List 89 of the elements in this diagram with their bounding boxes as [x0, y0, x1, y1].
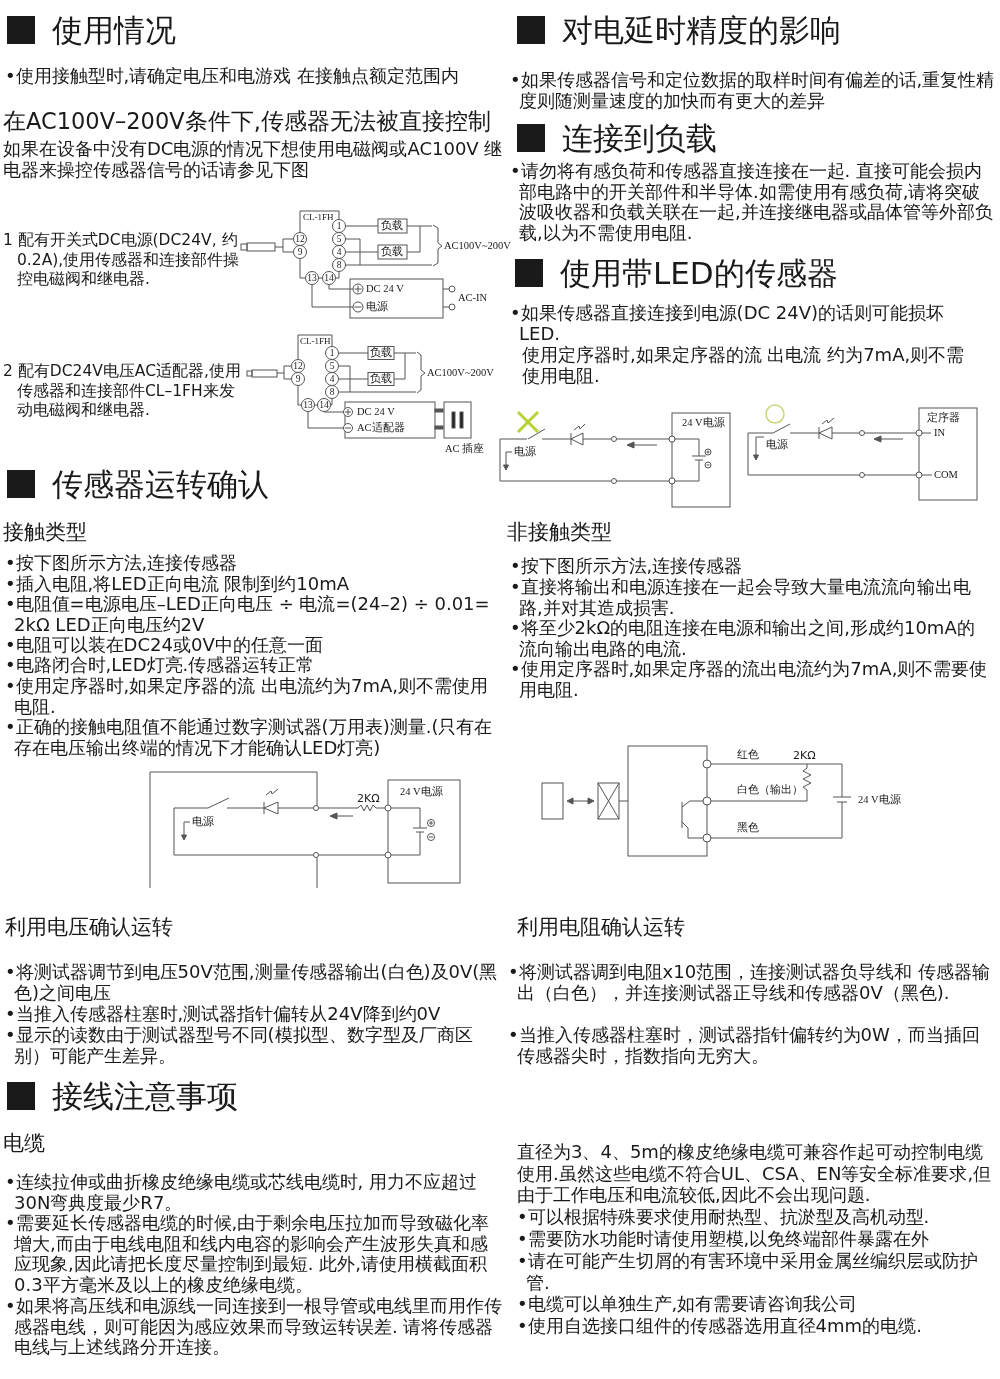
circuit-label: AC100V~200V: [427, 367, 494, 379]
terminal-number: 13: [303, 400, 313, 410]
bullet-text: •使用定序器时,如果定序器的流出电流约为7mA,则不需要使用电阻.: [510, 659, 989, 701]
circuit-label: IN: [934, 427, 946, 439]
circuit-label: AC100V~200V: [444, 240, 511, 252]
terminal-number: 9: [297, 247, 303, 257]
bullet-text: •使用定序器时,如果定序器的流 出电流约为7mA,则不需使用电阻.: [5, 676, 490, 718]
circuit-label: 电源: [192, 816, 214, 828]
bullet-text: •如果将高压线和电源线一同连接到一根导管或电线里而用作传感器电线，则可能因为感应效果而导致运转误差. 请将传感器电线与上述线路分开连接。: [5, 1296, 502, 1358]
circuit-label: 负载: [381, 220, 403, 232]
bullet-text: •请在可能产生切屑的有害环境中采用金属丝编织层或防护管.: [517, 1250, 979, 1294]
circuit-label: COM: [934, 469, 958, 481]
bullet-text: •电路闭合时,LED灯亮.传感器运转正常: [5, 655, 316, 676]
numbered-text: 1 配有开关式DC电源(DC24V, 约0.2A),使用传感器和连接部件操控电磁阀和继电器.: [3, 231, 241, 290]
bullet-text: •插入电阻,将LED正向电流 限制到约10mA: [5, 574, 351, 595]
circuit-label: 电源: [366, 301, 388, 313]
circuit-label: 24 V电源: [858, 794, 901, 806]
subheading: 接触类型: [3, 519, 87, 545]
bullet-text: •按下图所示方法,连接传感器: [510, 556, 744, 577]
body-text: 如果在设备中没有DC电源的情况下想使用电磁阀或AC100V 继电器来操控传感器信号的话请参见下图: [3, 138, 504, 180]
subheading: 非接触类型: [507, 519, 612, 545]
bullet-text: •使用接触型时,请确定电压和电游戏 在接触点额定范围内: [5, 66, 461, 87]
bullet-text: •电缆可以单独生产,如有需要请咨询我公司: [517, 1293, 859, 1315]
circuit-label: 24 V电源: [682, 417, 725, 429]
resistor-value: 2KΩ: [793, 748, 816, 762]
circuit-label: DC 24 V: [357, 406, 395, 418]
terminal-number: 1: [336, 221, 342, 231]
bullet-text: •如果传感器信号和定位数据的取样时间有偏差的话,重复性精度则随测量速度的加快而有更大的差异: [510, 70, 995, 112]
terminal-number: 1: [329, 348, 335, 358]
circuit-label: CL-1FH: [303, 211, 334, 223]
bullet-text: •将测试器调节到电压50V范围,测量传感器输出(白色)及0V(黑色)之间电压: [5, 962, 499, 1004]
bullet-text: •将测试器调到电阻x10范围，连接测试器负导线和 传感器输出（白色），并连接测试器正导线和传感器0V（黑色).: [508, 962, 991, 1004]
section-heading: 对电延时精度的影响: [562, 12, 841, 48]
circuit-label: AC适配器: [357, 422, 405, 434]
bullet-text: •显示的读数由于测试器型号不同(模拟型、数字型及厂商区别）可能产生差异。: [5, 1025, 474, 1067]
terminal-number: 5: [329, 361, 335, 371]
bullet-text: •可以根据特殊要求使用耐热型、抗淤型及高机动型.: [517, 1206, 931, 1228]
numbered-text: 2 配有DC24V电压AC适配器,使用传感器和连接部件CL–1FH来发动电磁阀和继电器.: [3, 362, 241, 421]
circuit-label: 电源: [766, 439, 788, 451]
bullet-text: •正确的接触电阻值不能通过数字测试器(万用表)测量.(只有在存在电压输出终端的情况下才能确认LED灯亮): [5, 717, 494, 759]
circuit-label: AC-IN: [458, 292, 488, 304]
bullet-text: •电阻值=电源电压–LED正向电压 ÷ 电流=(24–2) ÷ 0.01= 2kΩ LED正向电压约2V: [5, 594, 491, 636]
terminal-number: 12: [293, 361, 303, 371]
bullet-text: •请勿将有感负荷和传感器直接连接在一起. 直接可能会损内部电路中的开关部件和半导体.如需使用有感负荷,请将突破波吸收器和负载关联在一起,并连接继电器或晶体管等外部负载,以为不需使用电阻.: [510, 161, 994, 243]
circuit-label: 负载: [370, 347, 392, 359]
bullet-text: •当推入传感器柱塞时,测试器指针偏转从24V降到约0V: [5, 1004, 442, 1025]
section-heading: 使用情况: [52, 12, 176, 48]
bullet-text: •需要防水功能时请使用塑模,以免终端部件暴露在外: [517, 1228, 931, 1250]
terminal-number: 13: [307, 273, 317, 283]
resistor-value: 2KΩ: [357, 791, 380, 805]
bullet-text: •当推入传感器柱塞时，测试器指针偏转约为0W，而当插回传感器尖时，指数指向无穷大。: [508, 1025, 981, 1067]
bullet-text: •电阻可以装在DC24或0V中的任意一面: [5, 635, 324, 656]
terminal-number: 12: [295, 234, 305, 244]
circuit-label: 黑色: [737, 822, 759, 834]
subheading: 利用电压确认运转: [5, 914, 173, 940]
section-heading: 接线注意事项: [52, 1078, 238, 1114]
bullet-text: •需要延长传感器电缆的时候,由于剩余电压拉加而导致磁化率增大,而由于电线电阻和线内电容的影响会产生波形失真和感应现象,因此请把长度尽量控制到最短. 此外,请使用横截面积0.3平方毫米及以上的橡皮绝缘电缆。: [5, 1213, 491, 1296]
circuit-label: 24 V电源: [400, 786, 443, 798]
body-text: 使用定序器时,如果定序器的流 出电流 约为7mA,则不需使用电阻.: [522, 344, 966, 386]
body-text: 直径为3、4、5m的橡皮绝缘电缆可兼容作起可动控制电缆使用.虽然这些电缆不符合UL、CSA、EN等安全标准要求,但由于工作电压和电流较低,因此不会出现问题.: [517, 1141, 992, 1207]
bullet-text: •将至少2kΩ的电阻连接在电源和输出之间,形成约10mA的流向输出电路的电流.: [510, 618, 976, 660]
bullet-text: •直接将输出和电源连接在一起会导致大量电流流向输出电路,并对其造成损害.: [510, 577, 972, 619]
section-heading: 使用带LED的传感器: [560, 255, 838, 291]
circuit-label: 电源: [514, 446, 536, 458]
circuit-label: DC 24 V: [366, 283, 404, 295]
terminal-number: 8: [329, 387, 335, 397]
circuit-label: 定序器: [927, 412, 960, 424]
bullet-text: •如果传感器直接连接到电源(DC 24V)的话则可能损坏LED.: [510, 303, 946, 345]
bullet-text: •连续拉伸或曲折橡皮绝缘电缆或芯线电缆时, 用力不应超过30N弯典度最少R7。: [5, 1172, 479, 1214]
body-text: 在AC100V–200V条件下,传感器无法被直接控制: [3, 108, 491, 134]
circuit-label: 负载: [381, 246, 403, 258]
circuit-label: 红色: [737, 749, 759, 761]
bullet-text: •使用自选接口组件的传感器选用直径4mm的电缆.: [517, 1315, 923, 1337]
subheading: 电缆: [3, 1130, 45, 1156]
terminal-number: 9: [295, 374, 301, 384]
circuit-label: 负载: [370, 373, 392, 385]
terminal-number: 14: [324, 273, 334, 283]
circuit-label: AC 插座: [445, 443, 485, 455]
section-heading: 传感器运转确认: [52, 466, 269, 502]
terminal-number: 8: [336, 260, 342, 270]
terminal-number: 4: [336, 247, 342, 257]
terminal-number: 5: [336, 234, 342, 244]
terminal-number: 14: [319, 400, 329, 410]
terminal-number: 4: [329, 374, 335, 384]
section-heading: 连接到负载: [562, 120, 717, 156]
circuit-label: 白色（输出）: [737, 784, 803, 796]
bullet-text: •按下图所示方法,连接传感器: [5, 553, 239, 574]
circuit-label: CL-1FH: [300, 335, 331, 347]
subheading: 利用电阻确认运转: [517, 914, 685, 940]
